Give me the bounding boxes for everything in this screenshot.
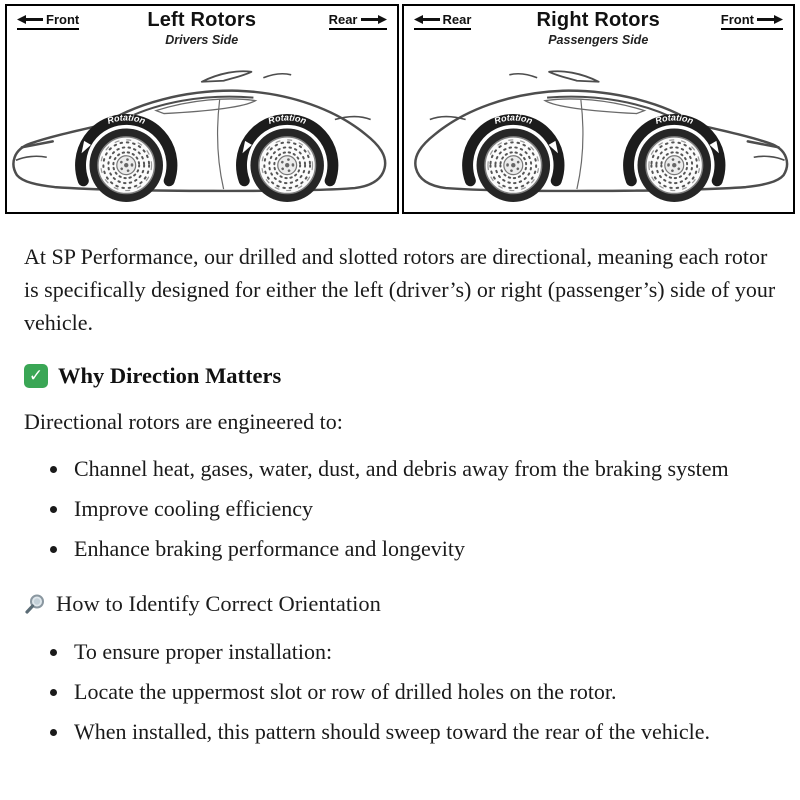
rotor-direction-diagram: Front Left Rotors Drivers Side Rear Rota…	[0, 0, 800, 216]
svg-text:Rotation: Rotation	[492, 112, 533, 126]
car-illustration-left: Rotation Rotation	[7, 44, 397, 213]
bullet-item: To ensure proper installation:	[70, 635, 776, 668]
right-arrow-icon	[757, 15, 783, 24]
left-arrow-icon	[413, 15, 440, 24]
svg-text:Rotation: Rotation	[267, 112, 308, 126]
bullet-item: When installed, this pattern should swee…	[70, 715, 776, 748]
why-direction-matters-heading: ✓ Why Direction Matters	[24, 363, 776, 389]
rotation-arrow-icon	[548, 140, 558, 154]
heading-text: How to Identify Correct Orientation	[56, 591, 381, 616]
svg-text:Rotation: Rotation	[106, 112, 147, 126]
bullet-item: Enhance braking performance and longevit…	[70, 532, 776, 565]
identify-orientation-heading: How to Identify Correct Orientation	[24, 591, 776, 617]
panel-title: Left Rotors	[147, 9, 257, 31]
rotation-label: Rotation	[492, 112, 533, 126]
panel-subtitle: Passengers Side	[548, 33, 649, 47]
bullet-item: Locate the uppermost slot or row of dril…	[70, 675, 776, 708]
rotation-arrow-icon	[709, 140, 719, 154]
left-rotors-panel: Front Left Rotors Drivers Side Rear Rota…	[5, 4, 399, 214]
direction-label-text: Rear	[328, 12, 358, 27]
front-direction-label: Front	[720, 12, 783, 30]
left-panel-header: Front Left Rotors Drivers Side Rear	[7, 6, 397, 47]
right-panel-header: Rear Right Rotors Passengers Side Front	[404, 6, 794, 47]
identify-bullet-list: To ensure proper installation: Locate th…	[24, 635, 776, 748]
svg-text:Rotation: Rotation	[653, 112, 694, 126]
panel-title: Right Rotors	[536, 9, 660, 31]
left-arrow-icon	[17, 15, 43, 24]
rotation-arrow-icon	[242, 140, 252, 154]
rotation-label: Rotation	[106, 112, 147, 126]
rotation-label: Rotation	[267, 112, 308, 126]
direction-label-text: Front	[720, 12, 754, 27]
bullet-item: Channel heat, gases, water, dust, and de…	[70, 452, 776, 485]
magnifier-icon	[25, 594, 44, 614]
rotation-arrow-icon	[81, 140, 91, 154]
engineered-lead: Directional rotors are engineered to:	[24, 409, 343, 434]
heading-text: Why Direction Matters	[58, 363, 282, 388]
panel-subtitle: Drivers Side	[165, 33, 239, 47]
direction-label-text: Front	[46, 12, 80, 27]
rotation-label: Rotation	[653, 112, 694, 126]
bullet-item: Improve cooling efficiency	[70, 492, 776, 525]
right-rotors-panel: Rear Right Rotors Passengers Side Front …	[401, 4, 795, 214]
rear-direction-label: Rear	[328, 12, 387, 30]
why-bullet-list: Channel heat, gases, water, dust, and de…	[24, 452, 776, 565]
check-icon: ✓	[24, 364, 48, 388]
right-arrow-icon	[360, 15, 387, 24]
front-direction-label: Front	[17, 12, 80, 30]
direction-label-text: Rear	[442, 12, 472, 27]
car-illustration-right: Rotation Rotation	[404, 44, 794, 213]
article: At SP Performance, our drilled and slott…	[0, 216, 800, 748]
intro-paragraph: At SP Performance, our drilled and slott…	[24, 244, 776, 335]
rear-direction-label: Rear	[413, 12, 472, 30]
